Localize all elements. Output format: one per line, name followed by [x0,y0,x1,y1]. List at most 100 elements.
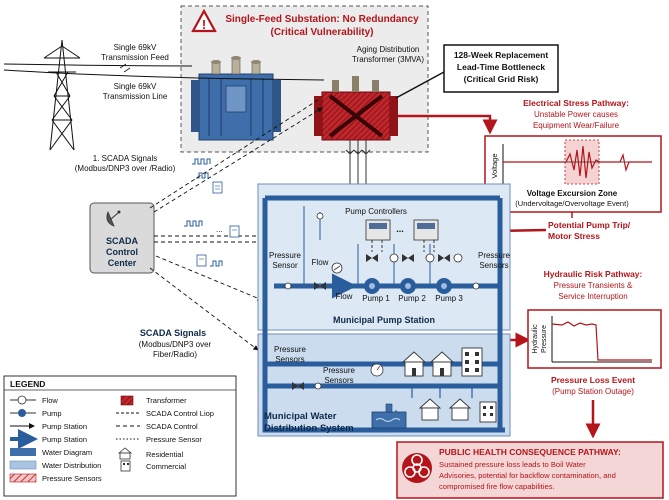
voltage-trace [503,145,652,179]
pressure-sensors-right-2: Sensors [479,261,508,270]
pressure-gauge-icon [370,363,384,377]
substation-title: Single-Feed Substation: No Redundancy [225,14,419,25]
legend-label-pump: Pump [42,409,62,418]
pressure-axis-label-1: Hydraulic [532,324,539,354]
substation-subtitle: (Critical Vulnerability) [271,27,374,38]
sensor-icon [284,282,292,290]
valve-icon [314,282,326,290]
flow-meter-icon [331,262,343,274]
pump-controllers-label: Pump Controllers [345,207,407,216]
water-sensors-2-line-1: Pressure [323,366,356,375]
pressure-axis-label-2: Pressure [541,325,548,353]
transmission-line-1 [3,63,193,67]
flow-label-top: Flow [312,258,329,267]
biohazard-icon [402,453,432,483]
water-tank-icon [371,403,407,429]
water-system-name-1: Municipal Water [264,411,337,422]
gauge-icon [453,253,463,263]
line-label-2: Transmission Line [103,92,168,101]
water-sensors-1-line-2: Sensors [275,355,304,364]
legend-title: LEGEND [10,379,45,389]
house-icon [429,351,455,377]
legend-label-arrow: Pump Station [42,422,87,431]
signal-dots: ... [216,225,223,234]
voltage-axis-label: Voltage [490,153,499,178]
light-water-swatch-icon [9,460,37,470]
gauge-icon [425,253,435,263]
scada-signals-1-line-2: (Modbus/DNP3 over /Radio) [75,164,176,173]
signal-wave-icon [192,158,211,165]
scada-signals-2-line-1: (Modbus/DNP3 over [139,340,212,349]
document-icon [229,225,240,238]
valve-icon [292,382,304,390]
scada-control-center[interactable] [89,202,155,274]
pump-station-box [257,183,511,331]
pump-icon[interactable] [400,278,416,294]
transmission-tower-icon [43,39,81,151]
legend-box [3,375,237,497]
scada-signals-2-line-2: Fiber/Radio) [153,350,197,359]
public-health-box [396,441,664,499]
house-icon [401,351,427,377]
legend-label-light-water-swatch: Water Distribution [42,461,101,470]
pump-controller-1[interactable] [365,219,391,241]
hydraulic-title: Hydraulic Risk Pathway: [544,269,643,279]
pump-trip-line-1: Potential Pump Trip/ [548,220,631,230]
pressure-loss-sub: (Pump Station Outage) [552,387,634,396]
document-icon [212,181,223,194]
pump-2-label: Pump 2 [398,294,426,303]
electrical-title: Electrical Stress Pathway: [523,98,629,108]
legend-label-transformer: Transformer [146,396,187,405]
pressure-chart-box [527,309,662,369]
failing-transformer-icon [314,76,398,141]
legend-label-water-swatch: Water Diagram [42,448,92,457]
water-sensors-2-line-2: Sensors [324,376,353,385]
distribution-pipes [262,318,505,433]
callout-leader [395,71,445,99]
scada-signals-1-line-1: 1. SCADA Signals [93,154,157,163]
hatched-swatch-icon [9,473,37,483]
pump-station-pipes [262,195,503,318]
scada-center-line-2: Control [106,247,138,257]
bottleneck-line-2: Lead-Time Bottleneck [457,62,545,72]
line-label-1: Single 69kV [114,82,157,91]
pump-icon[interactable] [436,278,452,294]
pump-icon[interactable] [364,278,380,294]
pump-icon [10,409,36,417]
sensor-icon [314,382,322,390]
pressure-loss-title: Pressure Loss Event [551,375,635,385]
flow-meter-icon [10,395,36,405]
legend-label-flow-meter: Flow [42,396,58,405]
transmission-line-2 [3,69,325,81]
svg-text:!: ! [202,17,206,32]
legend-label-double-arrow: Pump Station [42,435,87,444]
bottleneck-line-1: 128-Week Replacement [454,50,549,60]
legend-label-house: Residential [146,450,183,459]
electrical-sub-2: Equipment Wear/Failure [533,121,620,130]
valve-icon [366,254,450,262]
flow-label-bottom: Flow [336,292,353,301]
electrical-sub-1: Unstable Power causes [534,110,618,119]
electrical-stress-arrow [398,114,498,135]
water-swatch-icon [10,448,36,456]
transformer-label-1: Aging Distribution [357,45,420,54]
pressure-sensor-left-2: Sensor [272,261,298,270]
power-feed-lines [345,140,371,184]
water-system-name-2: Distribution System [264,423,354,434]
house-icon [117,447,133,460]
pump-controller-2[interactable] [413,219,439,241]
line-break-mark [119,63,131,73]
controller-wiring [371,240,435,252]
substation-transformer-icon [191,56,281,141]
signal-wave-icon [210,260,223,267]
building-icon [461,347,483,377]
document-icon [196,254,207,267]
bottleneck-callout [443,44,559,93]
scada-center-line-1: SCADA [106,236,139,246]
signal-wave-icon [184,220,203,227]
controller-dots: ... [396,224,404,234]
pressure-sensor-left-1: Pressure [269,251,302,260]
